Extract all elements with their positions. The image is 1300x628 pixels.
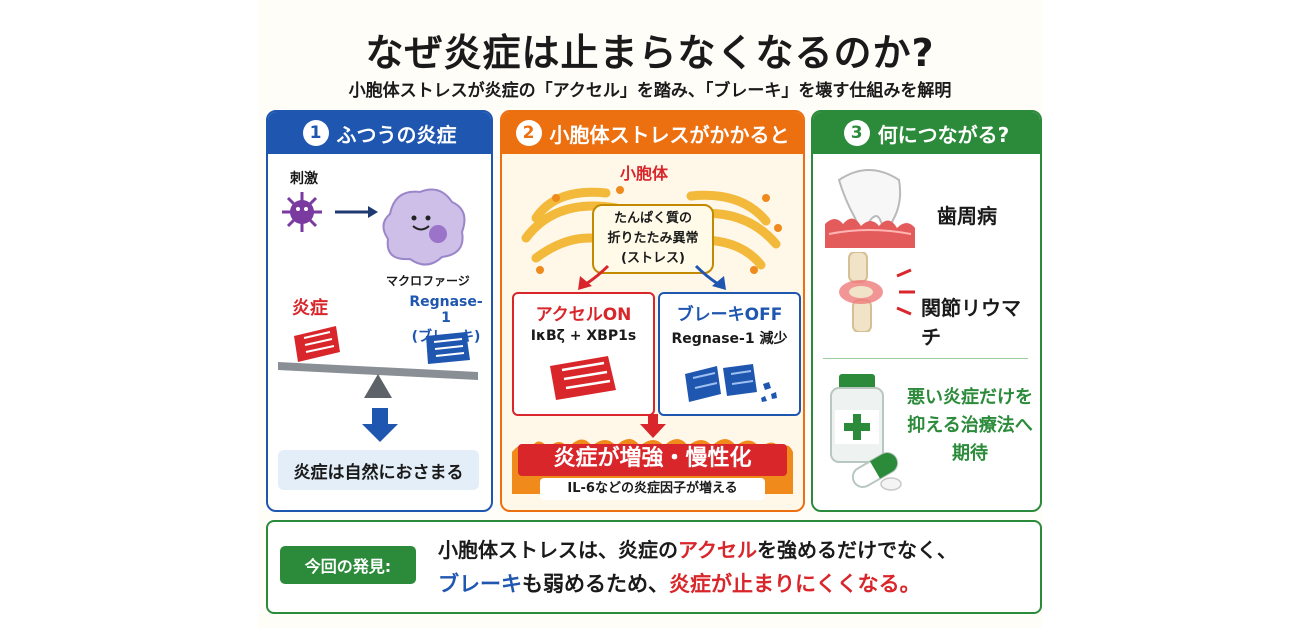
stress-line-2: 折りたたみ異常 [607, 231, 699, 246]
panel1-number: 1 [302, 120, 329, 146]
inflammation-label: 炎症 [292, 298, 328, 319]
hope-line-2: 抑える治療法へ [907, 415, 1033, 436]
brake-sub: Regnase-1 減少 [671, 331, 788, 347]
panel2-number: 2 [515, 120, 542, 146]
medicine-icon [830, 374, 902, 491]
line2-brake: ブレーキ [438, 572, 522, 596]
discovery-badge: 今回の発見: [280, 546, 416, 584]
panel2-heading: 小胞体ストレスがかかると [549, 122, 790, 147]
panel-normal-inflammation: 1 ふつうの炎症 刺激 マクロファ [266, 110, 493, 512]
macrophage-label: マクロファージ [386, 274, 470, 288]
line1-accel: アクセル [678, 538, 757, 562]
brake-title: ブレーキOFF [676, 305, 783, 325]
panel2-header: 2 小胞体ストレスがかかると [502, 112, 803, 154]
stimulus-macrophage-illustration [282, 188, 466, 266]
arrow-right-icon [335, 206, 378, 218]
regnase-name: Regnase-1 [409, 294, 483, 326]
brake-box: ブレーキOFF Regnase-1 減少 [658, 292, 801, 416]
panel3-number: 3 [843, 120, 870, 146]
virus-icon [282, 192, 322, 232]
discovery-box: 今回の発見: 小胞体ストレスは、炎症のアクセルを強めるだけでなく、 ブレーキも弱… [266, 520, 1042, 614]
panel-consequences: 3 何につながる? 歯周病 関節リウマチ [811, 110, 1042, 512]
panel3-heading: 何につながる? [877, 122, 1010, 147]
rheumatoid-label: 関節リウマチ [921, 296, 1021, 349]
broken-blue-block-icon [684, 364, 777, 402]
joint-icon [839, 252, 915, 332]
arrow-down-icon [640, 414, 666, 438]
calm-result: 炎症は自然におさまる [278, 450, 479, 490]
macrophage-icon [382, 188, 466, 266]
accel-sub: IκBζ + XBP1s [530, 328, 637, 344]
stimulus-label: 刺激 [290, 171, 318, 187]
hope-line-1: 悪い炎症だけを [907, 387, 1033, 408]
panel1-heading: ふつうの炎症 [336, 122, 457, 147]
infographic: なぜ炎症は止まらなくなるのか? 小胞体ストレスが炎症の「アクセル」を踏み、「ブレ… [258, 0, 1042, 628]
panel-er-stress: 2 小胞体ストレスがかかると 小胞体 たんぱく質の 折りたたみ異常 (ストレス) [500, 110, 805, 512]
blue-block-icon [426, 332, 470, 364]
divider [823, 358, 1028, 359]
discovery-line-2: ブレーキも弱めるため、炎症が止まりにくくなる。 [438, 568, 921, 598]
red-block-icon [294, 326, 340, 362]
stress-label: たんぱく質の 折りたたみ異常 (ストレス) [592, 204, 714, 274]
red-block-icon [549, 356, 616, 400]
hope-text: 悪い炎症だけを 抑える治療法へ 期待 [905, 384, 1035, 468]
hope-line-3: 期待 [952, 443, 988, 464]
tooth-gum-icon [825, 169, 915, 248]
line2-conclusion: 炎症が止まりにくくなる。 [669, 572, 921, 596]
accel-title: アクセルON [535, 305, 632, 325]
main-subtitle: 小胞体ストレスが炎症の「アクセル」を踏み、「ブレーキ」を壊す仕組みを解明 [348, 81, 952, 101]
panel3-header: 3 何につながる? [813, 112, 1040, 154]
arrow-down-icon [362, 408, 398, 442]
discovery-line-1: 小胞体ストレスは、炎症のアクセルを強めるだけでなく、 [438, 534, 957, 563]
er-label: 小胞体 [620, 164, 669, 183]
seesaw-illustration [278, 326, 478, 398]
split-arrows-icon [578, 264, 726, 290]
panel1-header: 1 ふつうの炎症 [268, 112, 491, 154]
accelerator-box: アクセルON IκBζ + XBP1s [512, 292, 655, 416]
worsening-sub: IL-6などの炎症因子が増える [540, 478, 765, 500]
worsening-result: 炎症が増強・慢性化 [553, 446, 752, 471]
line1-part-a: 小胞体ストレスは、炎症の [438, 538, 678, 562]
periodontitis-label: 歯周病 [937, 204, 997, 228]
stress-line-3: (ストレス) [621, 251, 685, 266]
line2-part-b: も弱めるため、 [522, 572, 669, 596]
stress-line-1: たんぱく質の [613, 211, 692, 226]
line1-part-c: を強めるだけでなく、 [757, 538, 957, 562]
main-title: なぜ炎症は止まらなくなるのか? [365, 31, 935, 75]
